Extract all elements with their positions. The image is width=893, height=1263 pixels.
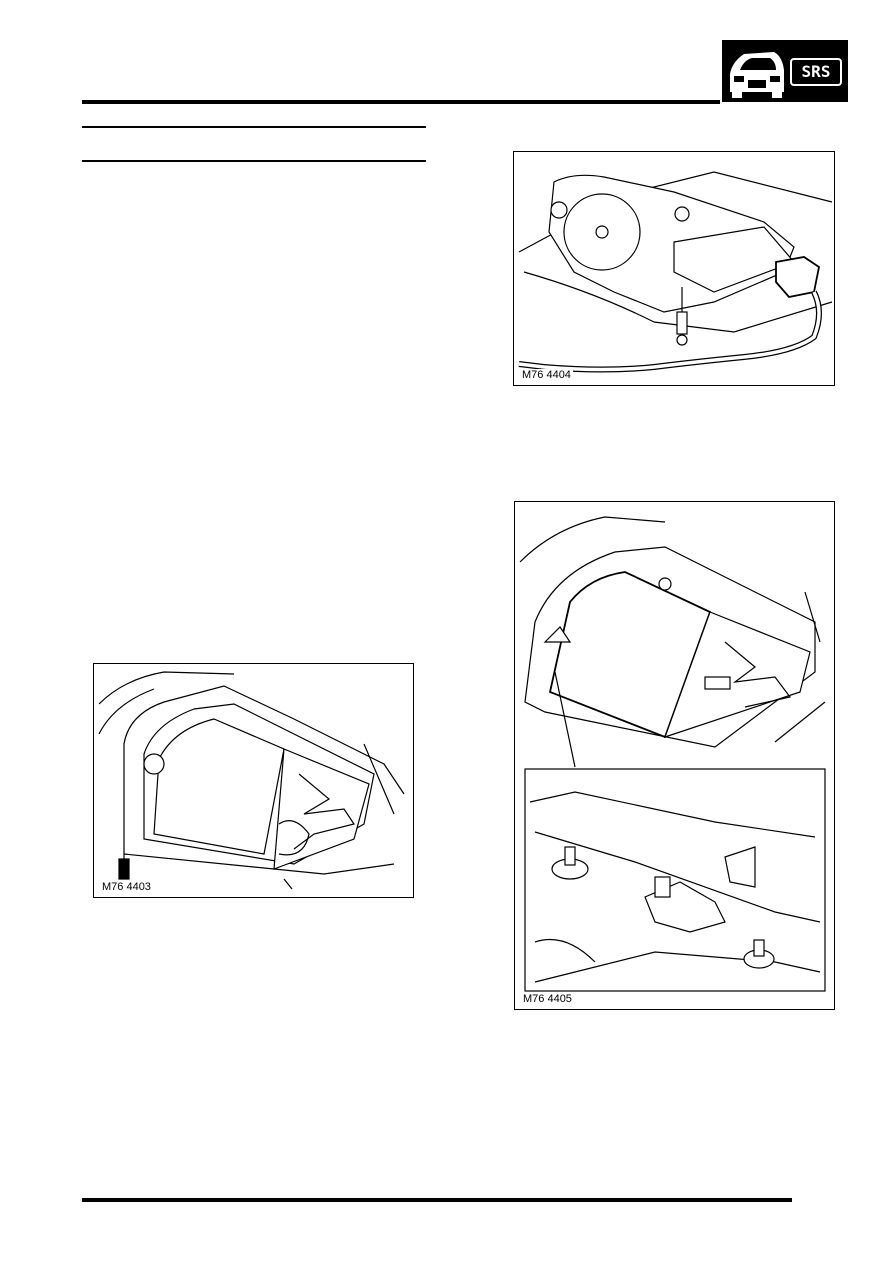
figure-label: M76 4403 [100,881,153,893]
footer-rule [82,1198,792,1202]
car-front-icon [730,52,784,98]
floor-panel-illustration [98,671,405,890]
section-rule-bottom [82,160,426,162]
header-rule [82,100,720,104]
figure-m76-4403: M76 4403 [93,663,414,898]
figure-m76-4405: M76 4405 [514,501,835,1010]
figure-label: M76 4404 [520,369,573,381]
srs-label: SRS [790,58,842,86]
floor-mounting-illustration [519,516,826,992]
srs-badge: SRS [722,40,848,102]
figure-m76-4404: M76 4404 [513,151,835,386]
section-rule-top [82,126,426,128]
figure-label: M76 4405 [521,993,574,1005]
srs-module-illustration [518,171,833,373]
